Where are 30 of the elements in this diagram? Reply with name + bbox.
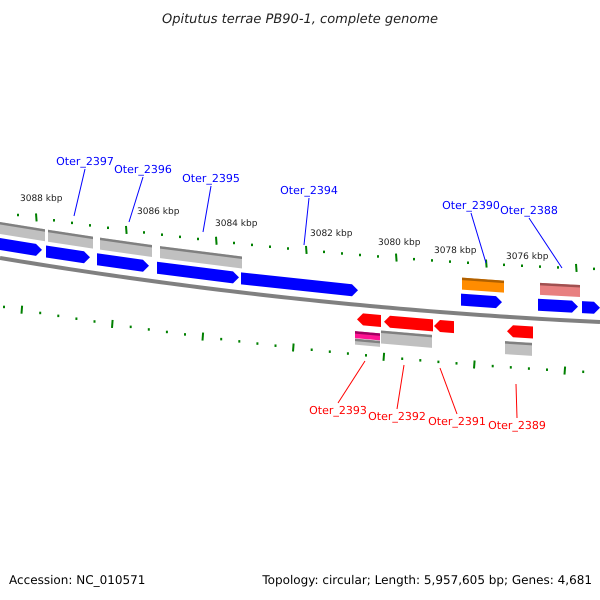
leader-line [470, 212, 486, 264]
gene-label: Oter_2396 [114, 163, 172, 176]
leader-line [74, 168, 86, 216]
scale-label: 3084 kbp [215, 219, 258, 230]
gene-label: Oter_2393 [309, 404, 367, 417]
leader-line [338, 360, 366, 404]
gene-label: Oter_2394 [280, 184, 338, 197]
scale-label: 3088 kbp [20, 194, 62, 205]
leader-line [304, 198, 310, 246]
gene-label: Oter_2392 [368, 410, 426, 423]
title: Opitutus terrae PB90-1, complete genome [162, 11, 438, 29]
scale-label: 3076 kbp [506, 252, 548, 263]
gene-label: Oter_2395 [182, 172, 240, 185]
gene-label: Oter_2391 [428, 415, 486, 428]
gene-label: Oter_2397 [56, 155, 114, 168]
gene-label: Oter_2390 [442, 199, 500, 212]
scale-label: 3086 kbp [137, 207, 180, 218]
leader-line [202, 186, 212, 232]
scale-label: 3078 kbp [434, 246, 476, 257]
gene-label: Oter_2388 [500, 204, 558, 217]
leader-line [440, 368, 458, 414]
leader-line [516, 384, 518, 418]
gene-label: Oter_2389 [488, 419, 546, 432]
footer-text: Topology: circular; Length: 5,957,605 bp; Genes: 4,681 [262, 573, 592, 588]
leader-line [396, 364, 404, 410]
scale-label: 3082 kbp [310, 229, 352, 240]
scale-label: 3080 kbp [378, 238, 420, 249]
leader-line [128, 176, 144, 222]
leader-line [528, 218, 562, 268]
footer-text: Accession: NC_010571 [9, 573, 146, 588]
